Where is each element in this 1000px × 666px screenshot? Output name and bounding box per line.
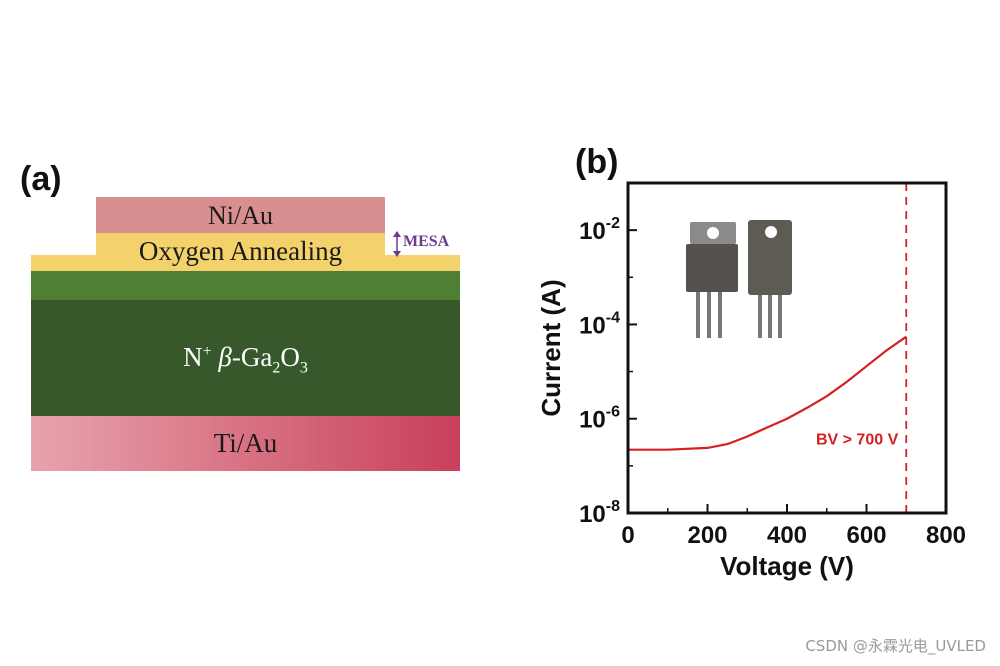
panel-b-label: (b) <box>575 143 619 181</box>
oxygen-annealing-label: Oxygen Annealing <box>138 236 343 266</box>
ni-au-layer: Ni/Au <box>96 197 385 233</box>
device-photo-inset <box>686 220 792 338</box>
mesa-label: MESA <box>403 233 450 250</box>
panel-a-label: (a) <box>20 160 62 198</box>
x-tick-label: 0 <box>621 522 634 549</box>
x-tick-label: 600 <box>846 522 886 549</box>
x-tick-label: 400 <box>767 522 807 549</box>
watermark: CSDN @永霖光电_UVLED <box>805 637 986 655</box>
bv-annotation: BV > 700 V <box>816 432 899 449</box>
substrate-ga: -Ga <box>231 342 273 372</box>
ti-au-label: Ti/Au <box>213 428 278 458</box>
substrate-plus: + <box>202 343 212 360</box>
ga2o3-substrate-layer: N+ β-Ga2O3 <box>31 300 460 416</box>
plot-frame <box>626 181 948 515</box>
annealing-shoulder-right <box>385 255 460 271</box>
y-tick-label: 10-4 <box>579 309 620 339</box>
substrate-sub-3: 3 <box>299 359 308 377</box>
iv-curve <box>628 335 907 451</box>
y-tick-label: 10-6 <box>579 404 620 434</box>
x-axis-label: Voltage (V) <box>720 551 854 581</box>
y-tick-label: 10-2 <box>579 215 620 245</box>
ga2o3-substrate-label: N+ β-Ga2O3 <box>31 342 460 377</box>
ni-au-label: Ni/Au <box>208 201 273 230</box>
epi-layer <box>31 271 460 300</box>
substrate-n: N <box>183 342 203 372</box>
y-tick-label: 10-8 <box>579 498 620 528</box>
substrate-sub-2: 2 <box>272 359 281 377</box>
ti-au-layer: Ti/Au <box>31 416 460 471</box>
annealing-shoulder-left <box>31 255 96 271</box>
x-tick-label: 200 <box>687 522 727 549</box>
oxygen-annealing-layer: Oxygen Annealing <box>96 233 385 271</box>
y-axis-label: Current (A) <box>536 279 566 416</box>
x-tick-label: 800 <box>926 522 966 549</box>
mesa-arrow-icon <box>393 231 401 257</box>
substrate-beta: β <box>218 342 232 372</box>
substrate-o: O <box>280 342 300 372</box>
